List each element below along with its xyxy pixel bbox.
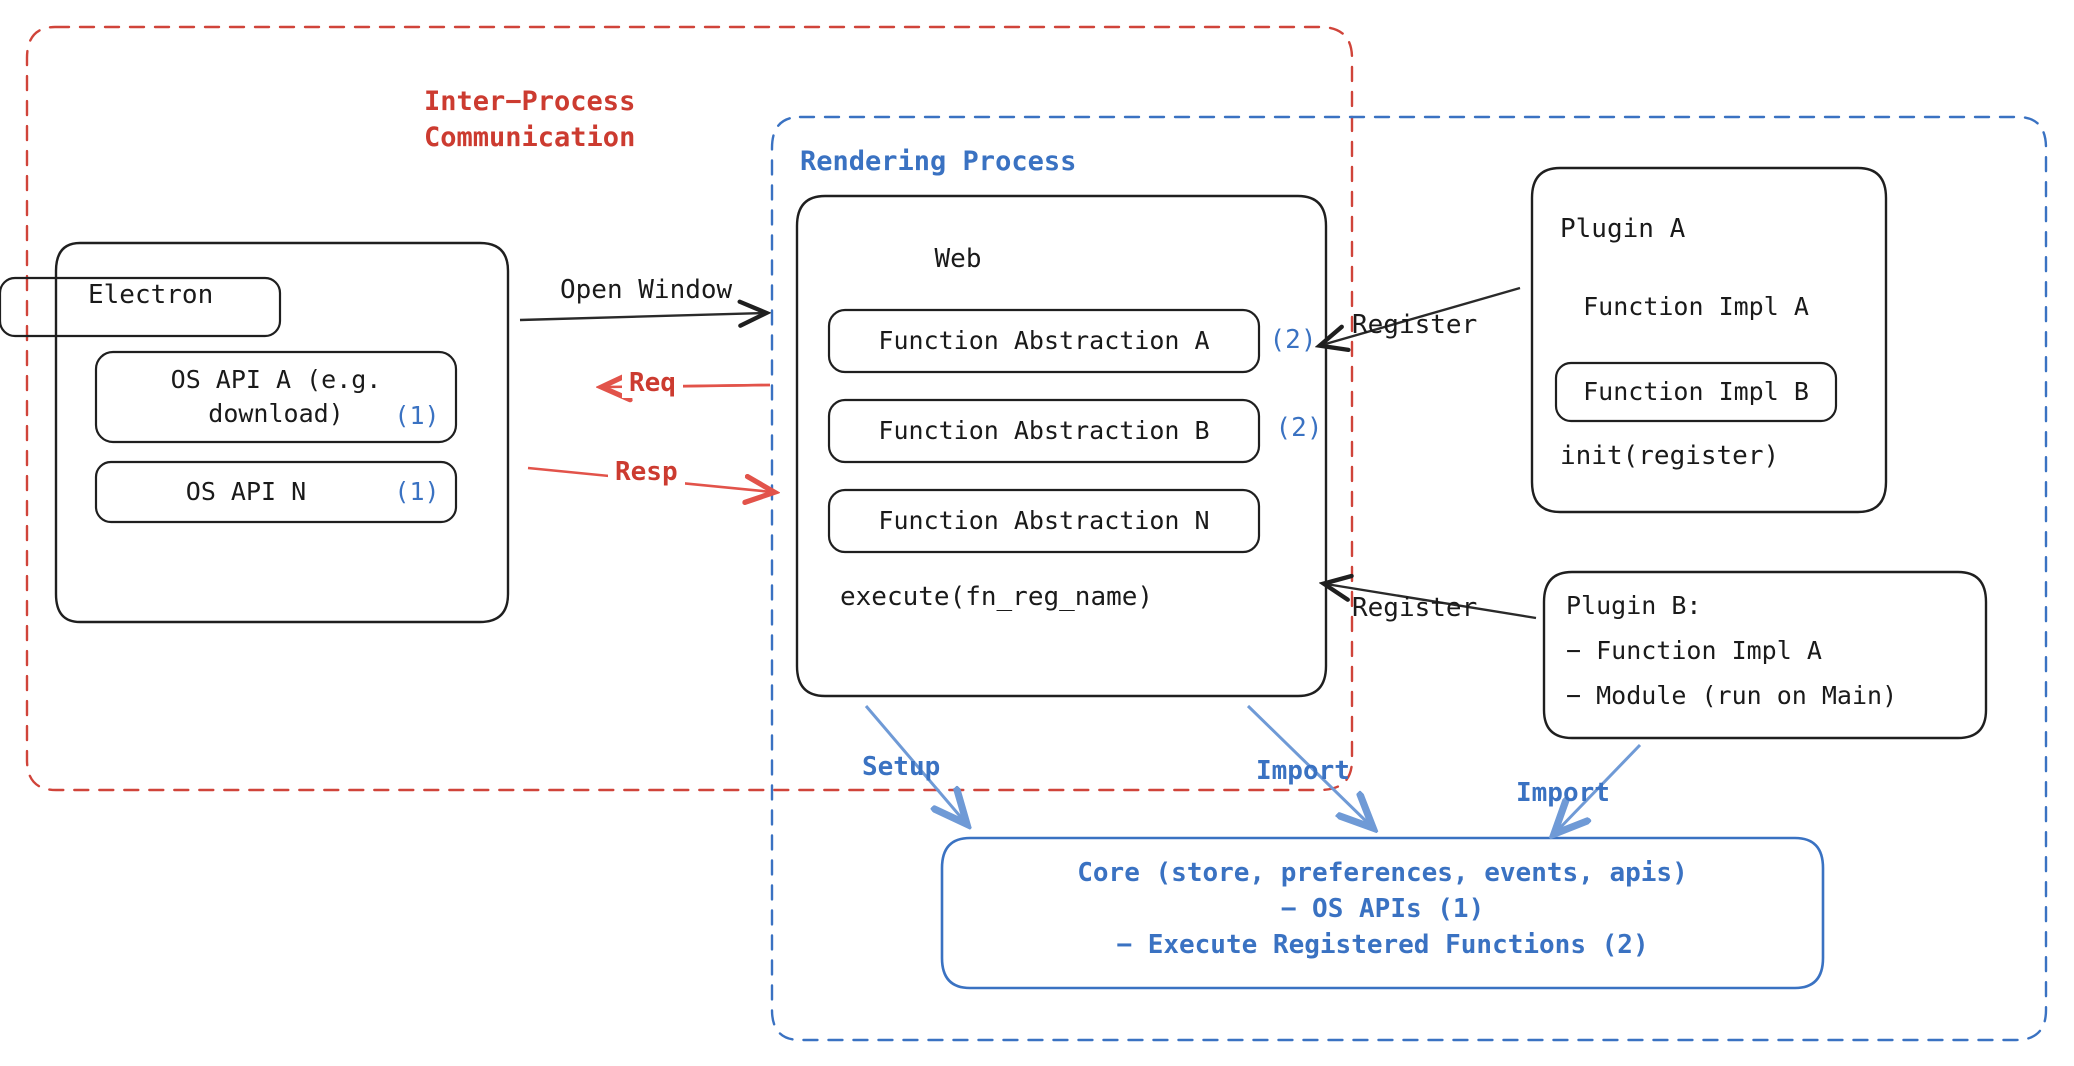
node-web-title: Web [934, 244, 982, 275]
node-core-box [940, 836, 1825, 990]
node-os-api-n-box [94, 460, 458, 524]
edge-label-import-plugin-b: Import [1516, 778, 1610, 808]
node-plugin-b-line-0: Plugin B: [1566, 590, 1702, 620]
node-fn-abs-n-box [827, 488, 1261, 554]
node-electron-box [54, 241, 510, 624]
edge-label-req: Req [622, 368, 683, 398]
edge-label-setup: Setup [862, 752, 941, 782]
edge-label-register-bottom: Register [1352, 593, 1478, 623]
node-fn-abs-a-box [827, 308, 1261, 374]
edge-label-resp: Resp [608, 457, 685, 487]
node-fn-abs-a-label[interactable]: Function Abstraction A [878, 325, 1210, 355]
edge-setup-arrow [864, 705, 965, 822]
node-web-footer: execute(fn_reg_name) [840, 582, 1154, 613]
edge-register-top-arrow [1322, 286, 1521, 345]
node-os-api-n-label[interactable]: OS API N [185, 476, 307, 506]
group-label-ipc: Inter−Process Communication [424, 86, 636, 154]
edge-label-open-window: Open Window [560, 275, 733, 305]
node-plugin-b-line-2: − Module (run on Main) [1566, 680, 1898, 710]
node-os-api-a-box [94, 350, 458, 444]
badge-os-api-a: (1) [394, 400, 440, 430]
badge-fn-abs-a: (2) [1269, 325, 1317, 356]
group-label-rendering-process: Rendering Process [800, 146, 1077, 177]
node-fn-impl-b-box [1554, 361, 1838, 423]
node-electron-title: Electron [88, 280, 214, 311]
badge-os-api-n: (1) [394, 476, 440, 506]
group-rendering-boundary [770, 115, 2048, 1042]
node-os-api-a-label[interactable]: OS API A (e.g. download) [170, 364, 382, 429]
edge-import-web-arrow [1246, 704, 1371, 826]
node-fn-impl-b-label[interactable]: Function Impl B [1583, 376, 1809, 406]
node-plugin-a-footer: init(register) [1560, 441, 1780, 472]
edge-import-plugin-b-arrow [1556, 743, 1642, 832]
node-fn-impl-a-box [0, 276, 282, 338]
edge-label-register-top: Register [1352, 310, 1478, 340]
edge-open-window-arrow [519, 313, 764, 320]
node-core-line-1: − OS APIs (1) [1280, 894, 1485, 925]
edge-label-import-web: Import [1256, 756, 1350, 786]
node-plugin-a-title: Plugin A [1560, 214, 1686, 245]
node-plugin-b-box [1542, 570, 1988, 740]
badge-fn-abs-b: (2) [1275, 413, 1323, 444]
node-fn-abs-n-label[interactable]: Function Abstraction N [878, 505, 1210, 535]
node-core-line-2: − Execute Registered Functions (2) [1116, 930, 1649, 961]
node-web-box [795, 194, 1328, 698]
node-fn-abs-b-label[interactable]: Function Abstraction B [878, 415, 1210, 445]
edge-register-bottom-arrow [1326, 584, 1537, 620]
node-fn-abs-b-box [827, 398, 1261, 464]
node-plugin-a-box [1530, 166, 1888, 514]
node-core-line-0: Core (store, preferences, events, apis) [1077, 858, 1688, 889]
node-plugin-b-line-1: − Function Impl A [1566, 635, 1822, 665]
node-fn-impl-a-label[interactable]: Function Impl A [1583, 291, 1809, 321]
